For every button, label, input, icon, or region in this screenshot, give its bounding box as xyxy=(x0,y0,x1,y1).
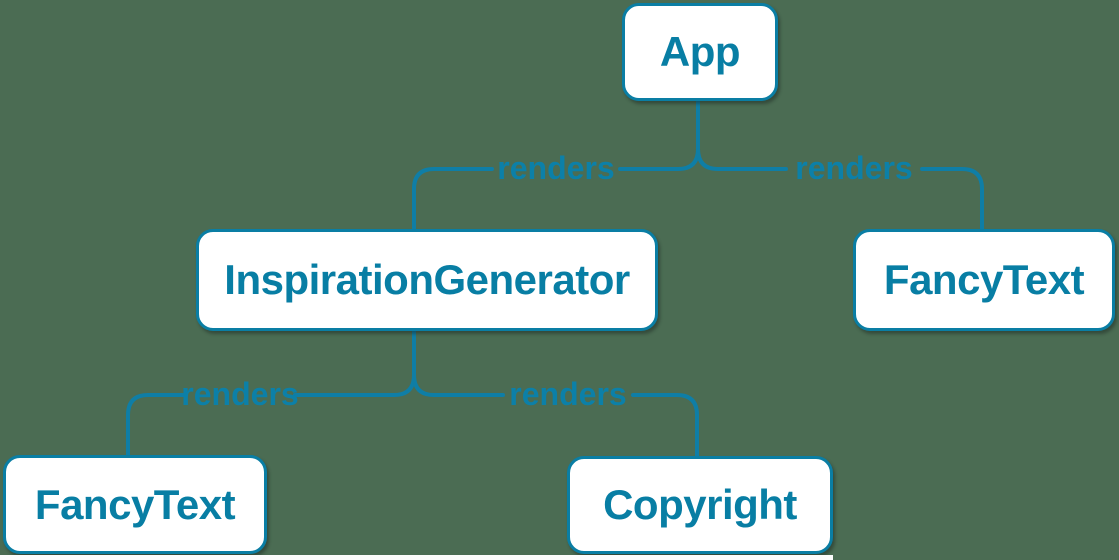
node-inspiration-generator: InspirationGenerator xyxy=(196,229,658,331)
node-copyright: Copyright xyxy=(567,456,833,554)
node-inspiration-generator-label: InspirationGenerator xyxy=(224,256,630,303)
node-fancy-text-top: FancyText xyxy=(853,229,1115,331)
edge-label-renders-app-fancytext: renders xyxy=(795,150,913,186)
node-fancy-text-bottom-label: FancyText xyxy=(34,480,236,528)
page-bottom-strip xyxy=(0,555,833,560)
edge-label-renders-inspirationgenerator-copyright: renders xyxy=(509,376,627,412)
edge-inspirationgenerator-to-copyright xyxy=(412,329,699,458)
node-copyright-label: Copyright xyxy=(603,481,797,528)
node-fancy-text-bottom: FancyText xyxy=(3,455,267,554)
edge-label-renders-inspirationgenerator-fancytext: renders xyxy=(181,376,299,412)
edge-app-to-fancytext xyxy=(696,99,984,231)
node-fancy-text-top-label: FancyText xyxy=(883,256,1085,303)
node-app: App xyxy=(622,3,778,101)
node-app-label: App xyxy=(659,28,741,75)
edge-label-renders-app-inspirationgenerator: renders xyxy=(497,150,615,186)
